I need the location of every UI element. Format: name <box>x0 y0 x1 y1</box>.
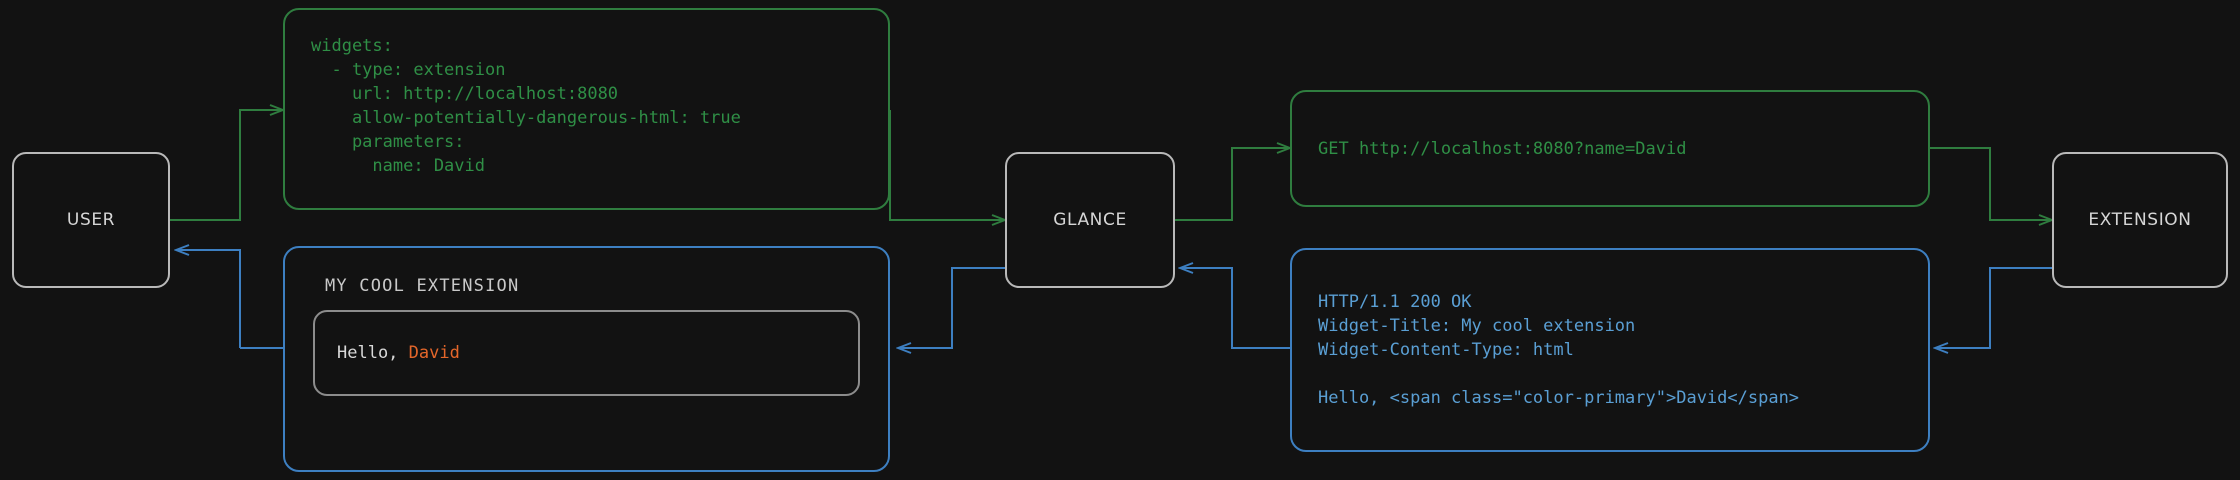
widget-preview-panel[interactable]: MY COOL EXTENSION Hello, David <box>283 246 890 472</box>
widget-preview-body: Hello, David <box>313 310 860 396</box>
wire-response-to-glance <box>1180 268 1290 349</box>
node-glance[interactable]: GLANCE <box>1005 152 1175 288</box>
widget-preview-title: MY COOL EXTENSION <box>325 276 520 296</box>
widget-greeting-prefix: Hello, <box>337 343 409 363</box>
node-glance-label: GLANCE <box>1053 210 1127 230</box>
node-extension-label: EXTENSION <box>2088 210 2192 230</box>
wire-config-to-glance <box>889 110 1005 220</box>
widget-greeting-name: David <box>408 343 460 363</box>
http-request-box[interactable]: GET http://localhost:8080?name=David <box>1290 90 1930 207</box>
wire-glance-to-request <box>1175 148 1290 221</box>
wire-user-to-config <box>170 110 283 221</box>
config-yaml-text: widgets: - type: extension url: http://l… <box>311 36 741 176</box>
node-user-label: USER <box>66 210 116 230</box>
node-user[interactable]: USER <box>12 152 170 288</box>
http-request-text: GET http://localhost:8080?name=David <box>1318 138 1687 159</box>
http-response-text: HTTP/1.1 200 OK Widget-Title: My cool ex… <box>1318 292 1800 408</box>
node-extension[interactable]: EXTENSION <box>2052 152 2228 288</box>
wire-request-to-extension <box>1930 147 2052 220</box>
wire-widget-to-user <box>176 250 241 348</box>
wire-glance-to-widget <box>898 267 1005 348</box>
http-response-box[interactable]: HTTP/1.1 200 OK Widget-Title: My cool ex… <box>1290 248 1930 452</box>
config-yaml-box[interactable]: widgets: - type: extension url: http://l… <box>283 8 890 210</box>
wire-extension-to-response <box>1935 267 2052 348</box>
